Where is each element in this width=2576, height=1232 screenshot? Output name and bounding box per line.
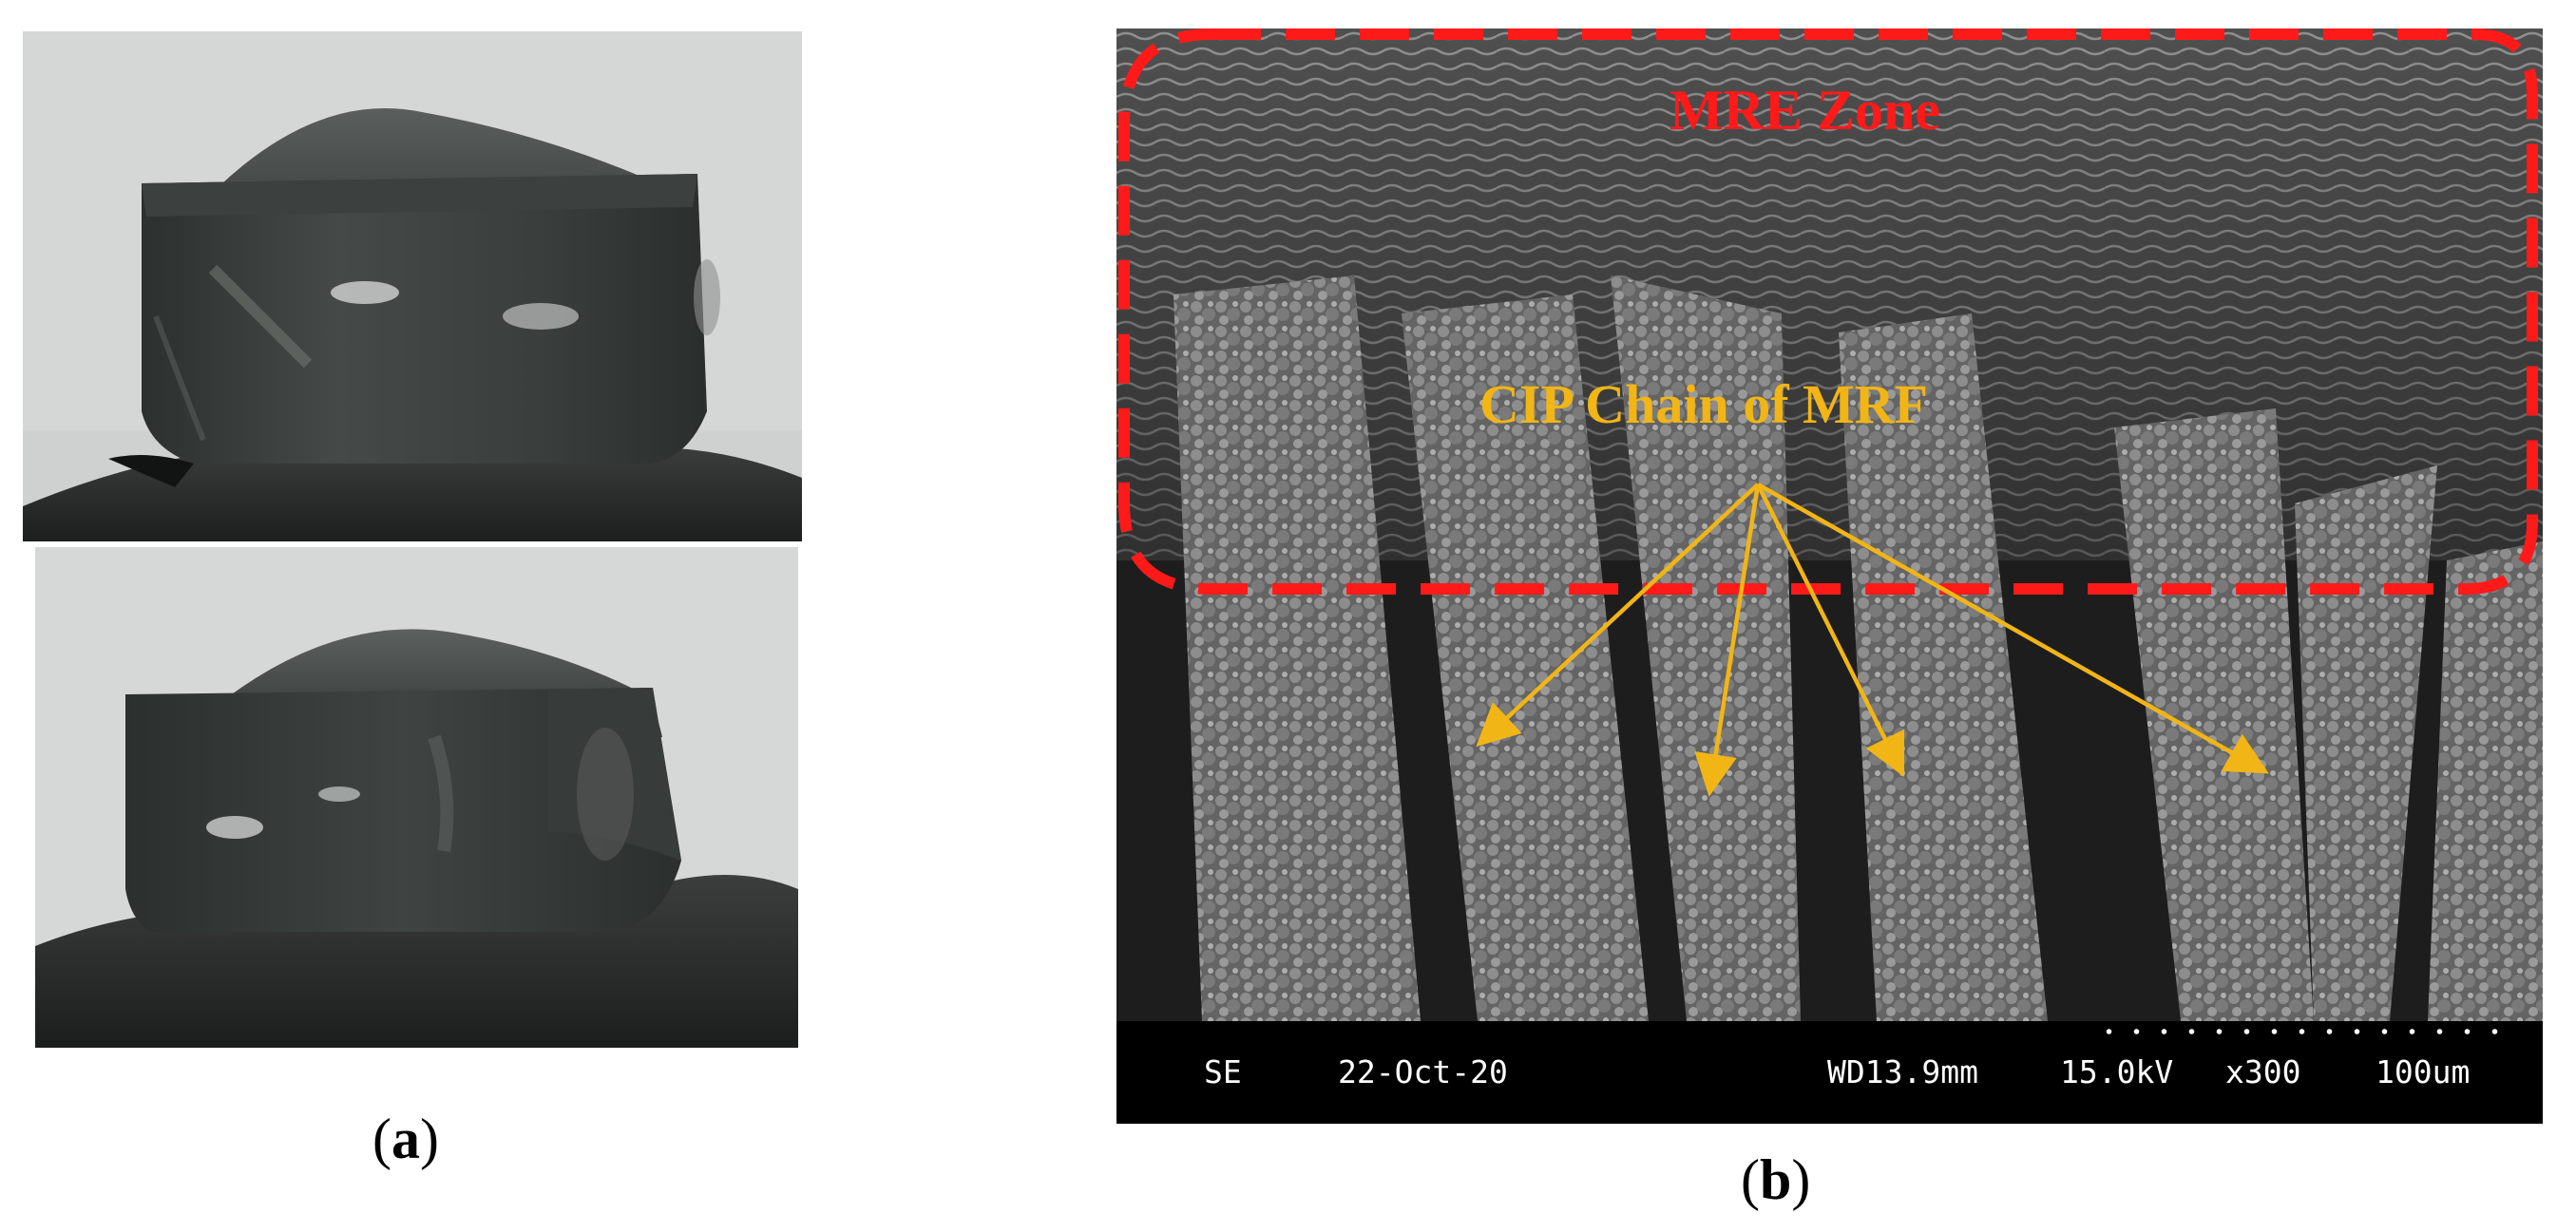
sem-date: 22-Oct-20 (1338, 1053, 1508, 1090)
caption-a-letter: a (391, 1108, 420, 1170)
scale-dots (2095, 1027, 2513, 1036)
sem-mode: SE (1204, 1053, 1242, 1090)
caption-b-open: ( (1741, 1148, 1760, 1211)
caption-a: (a) (372, 1107, 439, 1172)
caption-b: (b) (1741, 1147, 1810, 1213)
mre-zone-label: MRE Zone (1670, 79, 1940, 142)
caption-b-letter: b (1759, 1148, 1792, 1211)
cip-chain-label: CIP Chain of MRF (1479, 373, 1929, 435)
photo-bottom (35, 547, 798, 1048)
sem-voltage: 15.0kV (2060, 1053, 2174, 1090)
sem-micrograph: MRE Zone CIP Chain of MRF SE 22-Oct-20 W… (1116, 28, 2543, 1124)
sem-image (1116, 28, 2543, 1021)
photo-top (23, 31, 802, 541)
sem-magnification: x300 (2225, 1053, 2301, 1090)
caption-b-close: ) (1791, 1148, 1811, 1211)
sem-working-distance: WD13.9mm (1827, 1053, 1978, 1090)
caption-a-close: ) (419, 1108, 439, 1170)
sem-scale: 100um (2376, 1053, 2471, 1090)
sem-info-bar: SE 22-Oct-20 WD13.9mm 15.0kV x300 100um (1116, 1021, 2543, 1124)
caption-a-open: ( (372, 1108, 391, 1170)
